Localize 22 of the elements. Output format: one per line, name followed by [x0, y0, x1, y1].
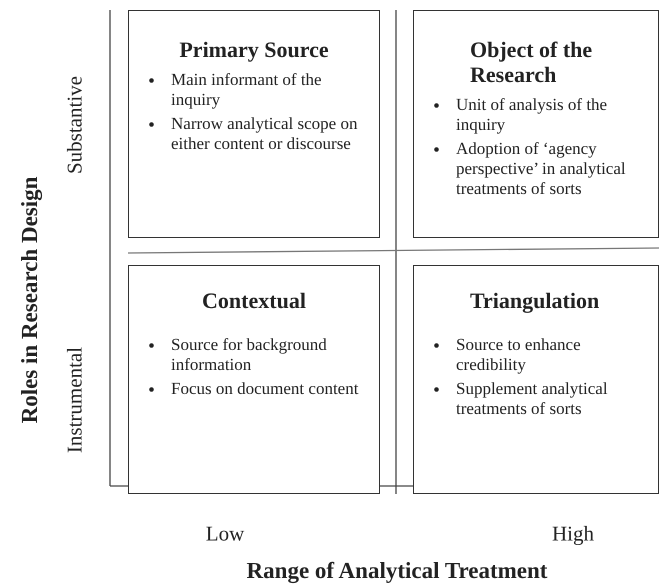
quadrant-title: Primary Source [178, 37, 330, 62]
quadrant-box [128, 10, 380, 238]
axis-level-label: High [552, 522, 594, 546]
bullet-item: Narrow analytical scope on either content or discourse [171, 114, 358, 154]
bullet-item: Focus on document content [171, 379, 360, 399]
bullet-item: Source to enhance credibility [456, 335, 582, 375]
quadrant-title: Triangulation [469, 288, 600, 313]
axis-level-label: Substantive [62, 76, 88, 174]
axis-title: Roles in Research Design [17, 176, 43, 424]
bullet-item: Main informant of the inquiry [171, 70, 323, 110]
quadrant-title: Object of the Research [469, 37, 594, 87]
quadrant-title: Contextual [201, 288, 307, 313]
bullet-item: Source for background information [171, 335, 328, 375]
axis-level-label: Instrumental [62, 346, 88, 454]
bullet-item: Supplement analytical treatments of sorts [456, 379, 609, 419]
axis-title: Range of Analytical Treatment [246, 558, 548, 584]
bullet-item: Adoption of ‘agency perspective’ in analytical treatments of sorts [456, 139, 627, 199]
bullet-item: Unit of analysis of the inquiry [456, 95, 608, 135]
quadrant-box [413, 265, 659, 494]
quadrant-box [413, 10, 659, 238]
axis-level-label: Low [206, 522, 244, 546]
quadrant-box [128, 265, 380, 494]
